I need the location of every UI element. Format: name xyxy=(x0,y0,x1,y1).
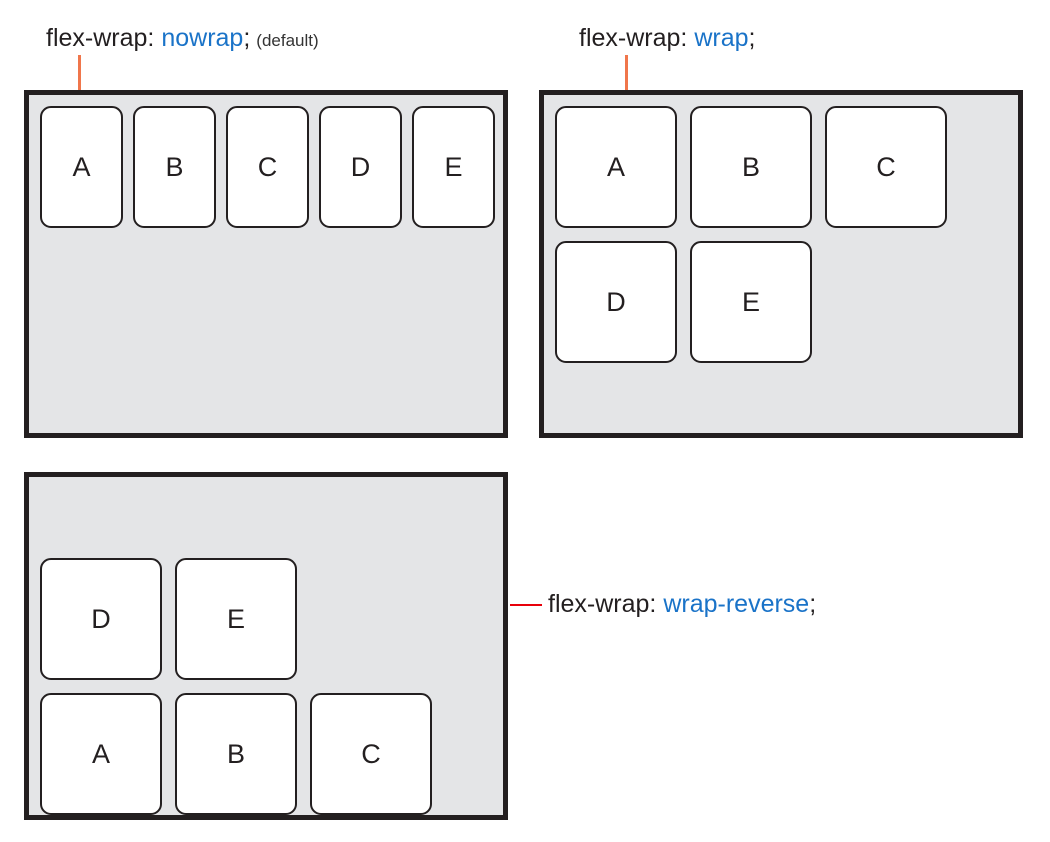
label-property-name: flex-wrap: xyxy=(579,24,688,52)
connector-line-wrap xyxy=(625,55,628,91)
label-semicolon: ; xyxy=(243,24,251,52)
label-property-name: flex-wrap: xyxy=(548,590,657,618)
label-flex-wrap-wrap: flex-wrap: wrap; xyxy=(579,26,755,51)
label-semicolon: ; xyxy=(748,24,756,52)
label-property-value: wrap xyxy=(694,24,749,52)
flex-item: C xyxy=(226,106,309,228)
label-flex-wrap-wrap-reverse: flex-wrap: wrap-reverse; xyxy=(548,592,816,617)
label-default-note: (default) xyxy=(256,31,319,50)
connector-line-nowrap xyxy=(78,55,81,91)
label-property-value: wrap-reverse xyxy=(663,590,810,618)
flex-item: E xyxy=(412,106,495,228)
label-property-name: flex-wrap: xyxy=(46,24,155,52)
label-semicolon: ; xyxy=(809,590,817,618)
label-flex-wrap-nowrap: flex-wrap: nowrap; (default) xyxy=(46,26,319,51)
flex-item: A xyxy=(555,106,677,228)
flex-container-wrap: A B C D E xyxy=(539,90,1023,438)
flex-item: D xyxy=(555,241,677,363)
flex-item: E xyxy=(175,558,297,680)
flex-container-nowrap: A B C D E xyxy=(24,90,508,438)
flex-item: B xyxy=(690,106,812,228)
flex-item: A xyxy=(40,106,123,228)
flex-item: C xyxy=(825,106,947,228)
flex-item: D xyxy=(40,558,162,680)
flex-item: C xyxy=(310,693,432,815)
label-property-value: nowrap xyxy=(161,24,244,52)
connector-line-wrap-reverse xyxy=(510,604,542,606)
flex-item: D xyxy=(319,106,402,228)
flex-item: E xyxy=(690,241,812,363)
flex-item: B xyxy=(133,106,216,228)
flex-container-wrap-reverse: A B C D E xyxy=(24,472,508,820)
flex-item: A xyxy=(40,693,162,815)
flex-item: B xyxy=(175,693,297,815)
